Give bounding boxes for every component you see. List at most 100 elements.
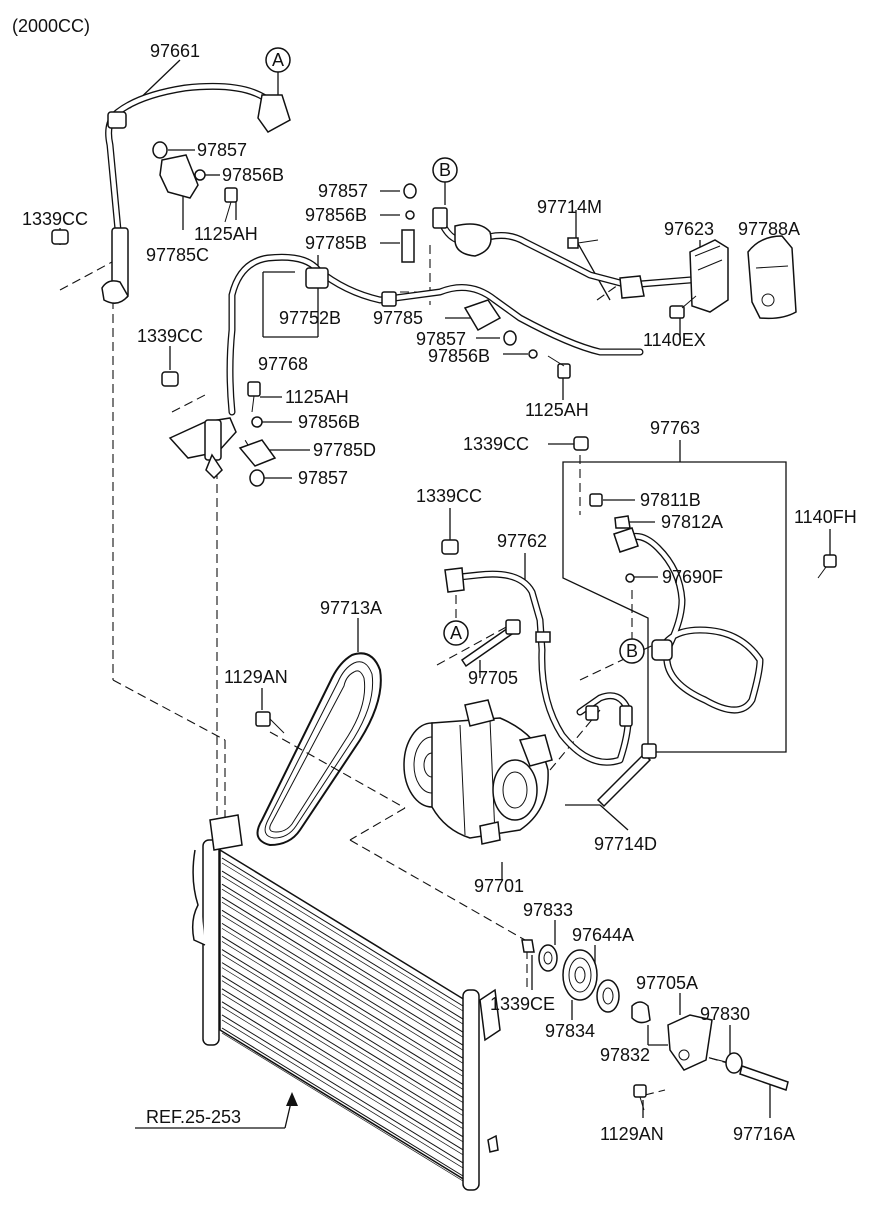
label-1339cc-a: 1339CC bbox=[22, 209, 88, 229]
label-97714d: 97714D bbox=[594, 834, 657, 854]
fasteners bbox=[51, 141, 837, 953]
label-97701: 97701 bbox=[474, 876, 524, 896]
label-97752b: 97752B bbox=[279, 308, 341, 328]
condenser-fin bbox=[221, 875, 464, 1025]
label-1339ce: 1339CE bbox=[490, 994, 555, 1014]
condenser-fin bbox=[221, 949, 464, 1098]
label-97811b: 97811B bbox=[640, 490, 701, 510]
label-97623: 97623 bbox=[664, 219, 714, 239]
label-97705a: 97705A bbox=[636, 973, 698, 993]
part-labels: (2000CC) 97661 97857 97856B 1125AH 97785… bbox=[12, 16, 857, 1144]
marker-b-bottom-circle bbox=[619, 638, 645, 664]
marker-a-top: A bbox=[272, 50, 284, 70]
label-97644a: 97644A bbox=[572, 925, 634, 945]
label-97762: 97762 bbox=[497, 531, 547, 551]
condenser-fin bbox=[221, 857, 464, 1007]
belt-97713a bbox=[256, 652, 382, 847]
hose-97762 bbox=[444, 567, 633, 766]
label-97830: 97830 bbox=[700, 1004, 750, 1024]
condenser-fin bbox=[221, 928, 464, 1077]
label-97856b-c: 97856B bbox=[428, 346, 490, 366]
condenser-fin bbox=[221, 1006, 464, 1156]
marker-b-top: B bbox=[439, 160, 451, 180]
condenser-fin bbox=[221, 909, 464, 1059]
label-1339cc-d: 1339CC bbox=[416, 486, 482, 506]
label-97833: 97833 bbox=[523, 900, 573, 920]
label-1140ex: 1140EX bbox=[643, 330, 706, 350]
condenser-fin bbox=[221, 993, 464, 1143]
condenser-fin bbox=[221, 954, 464, 1103]
condenser-fin bbox=[221, 1001, 464, 1151]
label-ref: REF.25-253 bbox=[146, 1107, 241, 1127]
label-1339cc-c: 1339CC bbox=[463, 434, 529, 454]
condenser-fin bbox=[221, 936, 464, 1085]
marker-b-top-circle bbox=[432, 157, 458, 183]
label-1125ah-a: 1125AH bbox=[194, 224, 258, 244]
label-97768: 97768 bbox=[258, 354, 308, 374]
hose-97768 bbox=[168, 253, 644, 480]
marker-a-top-circle bbox=[265, 47, 291, 73]
condenser-fin bbox=[221, 967, 464, 1116]
label-97785: 97785 bbox=[373, 308, 423, 328]
label-97785b: 97785B bbox=[305, 233, 367, 253]
condenser-fin bbox=[221, 975, 464, 1125]
bolt-97705 bbox=[460, 619, 521, 668]
condenser-fin bbox=[221, 988, 464, 1138]
condenser-fin bbox=[221, 870, 464, 1020]
label-97716a: 97716A bbox=[733, 1124, 795, 1144]
condenser-fin bbox=[221, 1032, 464, 1182]
label-97857-a: 97857 bbox=[197, 140, 247, 160]
label-97785d: 97785D bbox=[313, 440, 376, 460]
label-1125ah-c: 1125AH bbox=[525, 400, 589, 420]
hose-97661 bbox=[101, 82, 291, 304]
marker-a-compressor: A bbox=[450, 623, 462, 643]
condenser-fin bbox=[221, 962, 464, 1112]
group-box-97763 bbox=[562, 461, 787, 753]
condenser-fin bbox=[221, 915, 464, 1064]
part-97788a bbox=[747, 235, 797, 320]
label-97713a: 97713A bbox=[320, 598, 382, 618]
condenser-fin bbox=[221, 1014, 464, 1164]
condenser-fin bbox=[221, 922, 464, 1072]
label-97832: 97832 bbox=[600, 1045, 650, 1065]
condenser-fin bbox=[221, 888, 464, 1038]
condenser bbox=[191, 814, 501, 1191]
label-97857-d: 97857 bbox=[298, 468, 348, 488]
condenser-fin bbox=[221, 1019, 464, 1169]
condenser-fin bbox=[221, 1027, 464, 1177]
label-97856b-a: 97856B bbox=[222, 165, 284, 185]
part-97623 bbox=[689, 239, 729, 313]
label-97690f: 97690F bbox=[662, 567, 723, 587]
label-1339cc-b: 1339CC bbox=[137, 326, 203, 346]
label-97834: 97834 bbox=[545, 1021, 595, 1041]
label-97763: 97763 bbox=[650, 418, 700, 438]
label-97705: 97705 bbox=[468, 668, 518, 688]
condenser-fin bbox=[221, 862, 464, 1012]
engine-label: (2000CC) bbox=[12, 16, 90, 36]
marker-b-bottom: B bbox=[626, 641, 638, 661]
condenser-fin bbox=[221, 980, 464, 1129]
compressor-97701 bbox=[403, 699, 553, 845]
condenser-fin bbox=[221, 883, 464, 1033]
label-97785c: 97785C bbox=[146, 245, 209, 265]
label-1125ah-b: 1125AH bbox=[285, 387, 349, 407]
label-97857-b: 97857 bbox=[318, 181, 368, 201]
label-97856b-d: 97856B bbox=[298, 412, 360, 432]
label-1129an-b: 1129AN bbox=[600, 1124, 664, 1144]
label-1129an-a: 1129AN bbox=[224, 667, 288, 687]
label-97788a: 97788A bbox=[738, 219, 800, 239]
condenser-fin bbox=[221, 941, 464, 1090]
label-97856b-b: 97856B bbox=[305, 205, 367, 225]
label-97714m: 97714M bbox=[537, 197, 602, 217]
connection-markers: A B A B bbox=[265, 47, 645, 664]
condenser-fin bbox=[221, 901, 464, 1051]
label-97857-c: 97857 bbox=[416, 329, 466, 349]
hose-97763 bbox=[613, 527, 764, 714]
bolt-97714d bbox=[596, 743, 657, 808]
marker-a-compressor-circle bbox=[443, 620, 469, 646]
hose-97714m bbox=[432, 207, 694, 299]
label-97812a: 97812A bbox=[661, 512, 723, 532]
condenser-fin bbox=[221, 896, 464, 1046]
label-1140fh: 1140FH bbox=[794, 507, 857, 527]
